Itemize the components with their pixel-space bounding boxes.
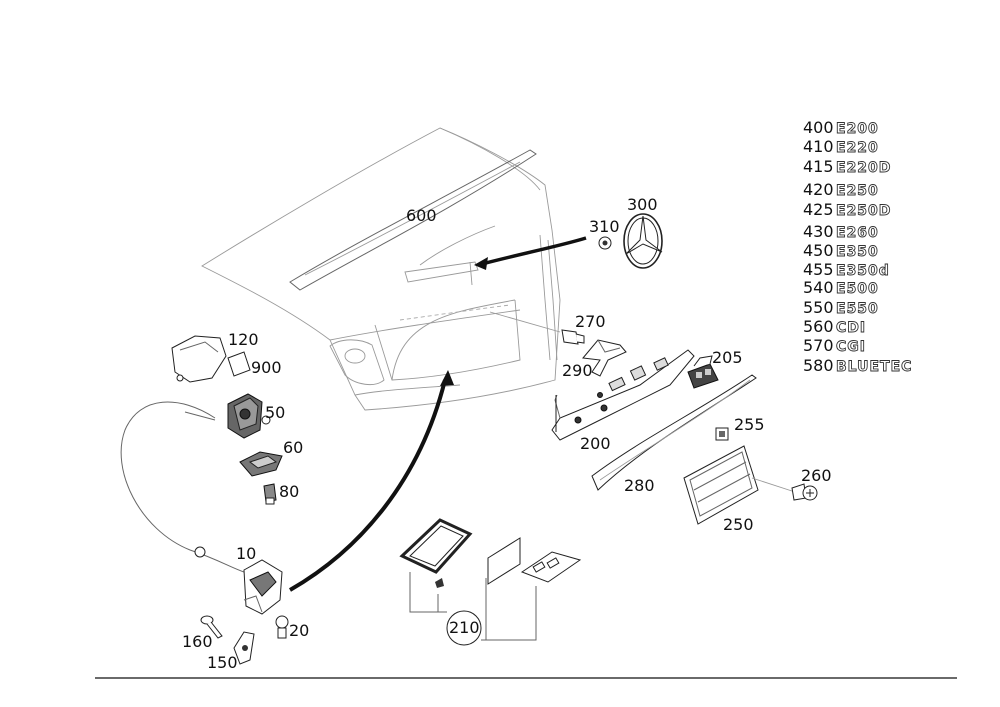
- trim-strip-part: [591, 374, 757, 491]
- striker-part: [233, 631, 255, 665]
- legend-badge: CGI: [836, 339, 866, 355]
- callout-255: 255: [734, 415, 765, 434]
- legend-num: 540: [803, 278, 834, 297]
- star-emblem-part: [623, 213, 663, 269]
- clip-part: [715, 427, 729, 441]
- callout-120: 120: [228, 330, 259, 349]
- screw-20-part: [275, 615, 289, 639]
- legend-badge: E500: [836, 281, 879, 297]
- callout-200: 200: [580, 434, 611, 453]
- legend-badge: E350d: [836, 263, 890, 279]
- legend-num: 450: [803, 241, 834, 260]
- callout-270: 270: [575, 312, 606, 331]
- callout-900: 900: [251, 358, 282, 377]
- callout-20: 20: [289, 621, 309, 640]
- callout-250: 250: [723, 515, 754, 534]
- callout-150: 150: [207, 653, 238, 672]
- legend-badge: BLUETEC: [836, 359, 912, 375]
- callout-60: 60: [283, 438, 303, 457]
- lock-actuator-part: [227, 393, 271, 439]
- legend-badge: CDI: [836, 320, 866, 336]
- legend-badge: E260: [836, 225, 879, 241]
- legend-num: 420: [803, 180, 834, 199]
- legend-num: 430: [803, 222, 834, 241]
- callout-300: 300: [627, 195, 658, 214]
- legend-badge: E350: [836, 244, 879, 260]
- screw-part: [751, 477, 818, 501]
- callout-290: 290: [562, 361, 593, 380]
- legend-badge: E220D: [836, 160, 891, 176]
- callout-260: 260: [801, 466, 832, 485]
- nut-part: [598, 236, 612, 250]
- release-cable: [120, 401, 251, 575]
- legend-num: 415: [803, 157, 834, 176]
- legend-badge: E550: [836, 301, 879, 317]
- latch-part: [243, 559, 283, 615]
- bracket-part: [582, 339, 627, 377]
- plate-holder-part: [683, 445, 759, 525]
- callout-160: 160: [182, 632, 213, 651]
- pad-part: [227, 351, 251, 377]
- lamp-part: [239, 451, 283, 477]
- legend-num: 455: [803, 260, 834, 279]
- assembly-arrows: [289, 236, 587, 592]
- callout-600: 600: [406, 206, 437, 225]
- callout-210: 210: [449, 618, 480, 637]
- legend-num: 550: [803, 298, 834, 317]
- handle-assembly-part: [551, 349, 695, 441]
- legend-badge: E200: [836, 121, 879, 137]
- badge-legend: 400 E200 410 E220 415 E220D 420 E250 425…: [803, 118, 912, 375]
- callout-circle-210: [446, 610, 482, 646]
- legend-num: 560: [803, 317, 834, 336]
- legend-num: 410: [803, 137, 834, 156]
- legend-num: 425: [803, 200, 834, 219]
- legend-badge: E220: [836, 140, 879, 156]
- callout-50: 50: [265, 403, 285, 422]
- trunk-lid-illustration: [201, 127, 561, 411]
- bulb-part: [263, 483, 277, 505]
- legend-num: 580: [803, 356, 834, 375]
- switch-part: [687, 355, 719, 389]
- plug-part: [561, 329, 585, 345]
- seal-group: [399, 518, 582, 646]
- cover-part: [171, 335, 227, 383]
- legend-num: 570: [803, 336, 834, 355]
- callout-310: 310: [589, 217, 620, 236]
- callout-10: 10: [236, 544, 256, 563]
- callout-80: 80: [279, 482, 299, 501]
- callout-280: 280: [624, 476, 655, 495]
- legend-badge: E250D: [836, 203, 891, 219]
- legend-num: 400: [803, 118, 834, 137]
- callout-205: 205: [712, 348, 743, 367]
- bolt-part: [200, 615, 223, 639]
- legend-badge: E250: [836, 183, 879, 199]
